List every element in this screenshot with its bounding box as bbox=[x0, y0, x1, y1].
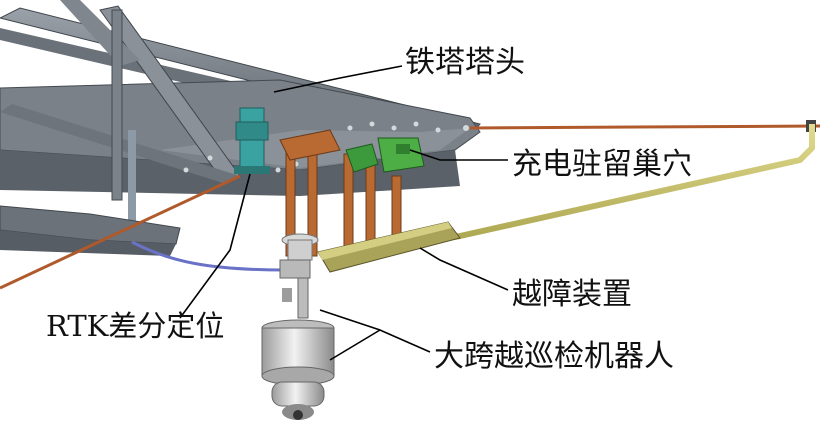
label-charging-nest: 充电驻留巢穴 bbox=[512, 147, 692, 182]
inspection-robot bbox=[261, 233, 335, 420]
leader-lines bbox=[179, 65, 509, 361]
leader-charging-nest bbox=[409, 149, 508, 161]
signal-cable bbox=[131, 240, 287, 272]
leader-robot-b bbox=[329, 329, 381, 361]
label-rtk: RTK差分定位 bbox=[46, 309, 225, 343]
leader-rtk bbox=[179, 173, 251, 319]
leader-robot-a bbox=[319, 309, 431, 353]
charging-nest-device bbox=[345, 137, 425, 173]
label-robot: 大跨越巡检机器人 bbox=[434, 339, 674, 374]
label-tower-head: 铁塔塔头 bbox=[405, 45, 525, 80]
label-obstacle-device: 越障装置 bbox=[512, 277, 632, 312]
rtk-antenna bbox=[234, 107, 270, 174]
leader-tower-head bbox=[273, 65, 403, 93]
leader-obstacle bbox=[419, 247, 509, 291]
obstacle-crossing-device bbox=[317, 221, 461, 273]
